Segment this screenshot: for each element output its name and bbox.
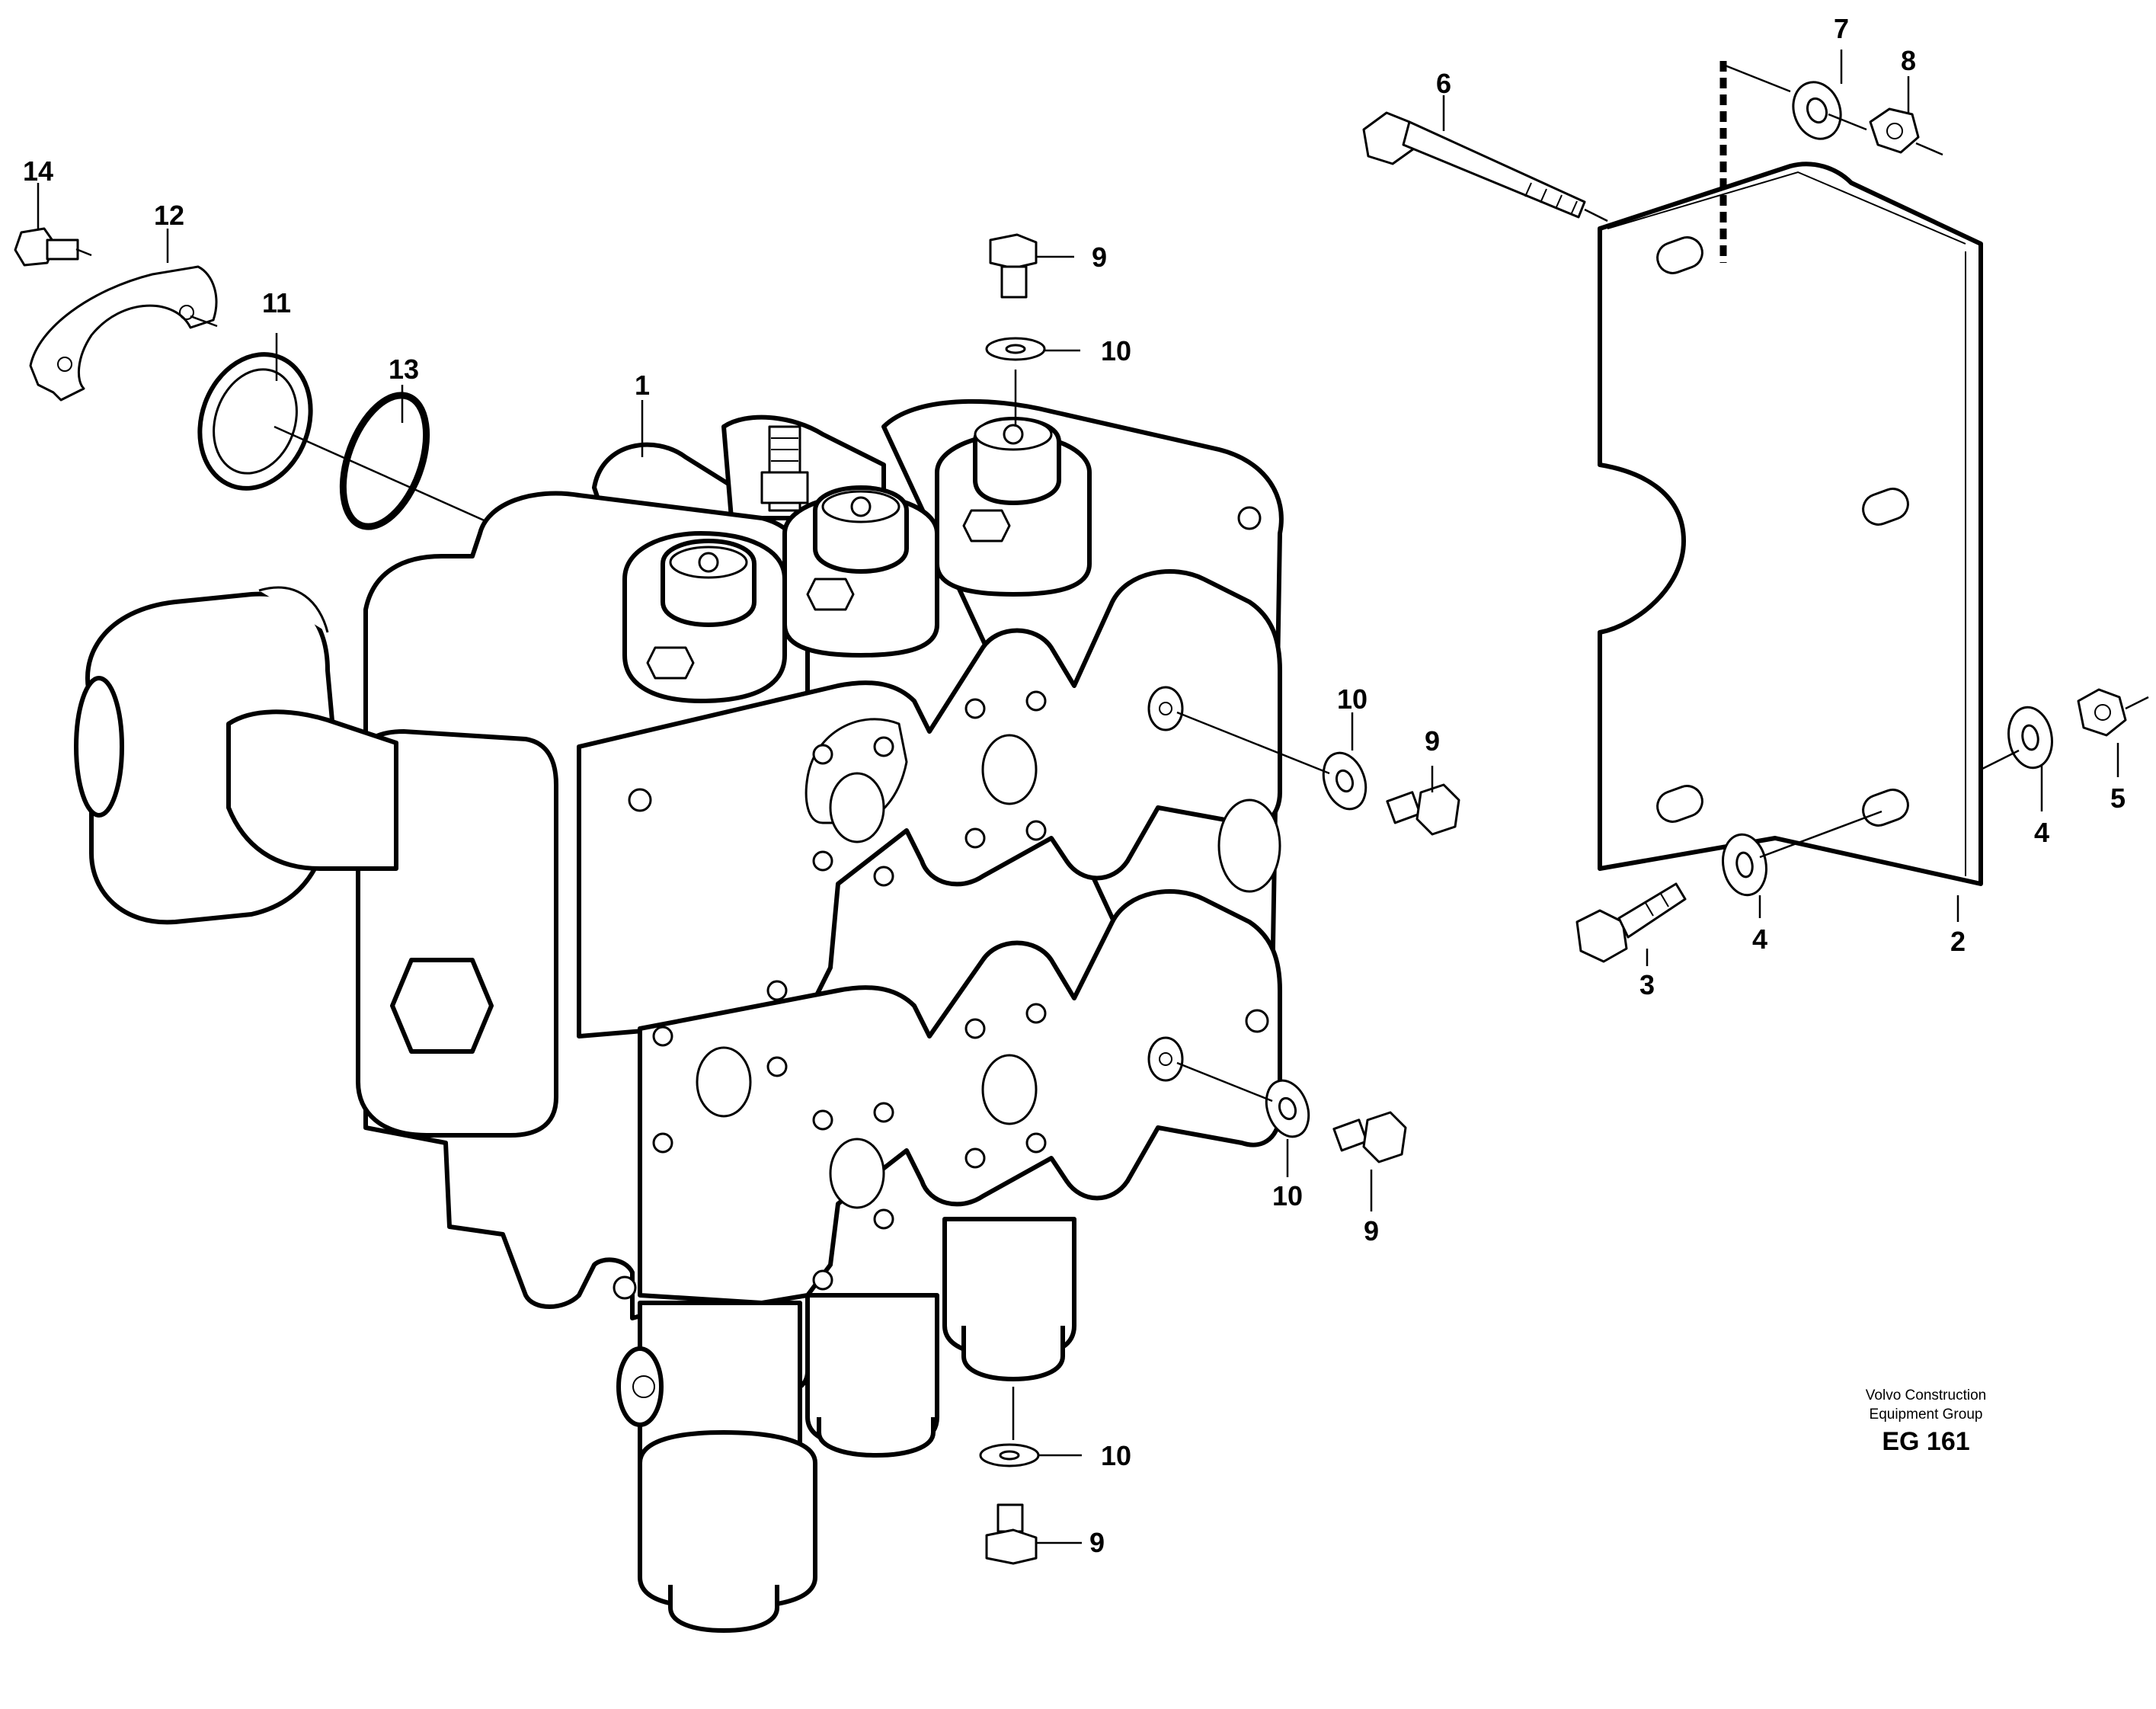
- callout-10: 10: [1272, 1180, 1303, 1211]
- callout-12: 12: [154, 200, 184, 231]
- flange-clamp: [29, 265, 218, 402]
- mounting-holes: [613, 506, 1281, 1300]
- callout-5: 5: [2110, 782, 2126, 814]
- publisher-credit: Volvo Construction Equipment Group EG 16…: [1866, 1387, 1986, 1456]
- mounting-bracket: [1598, 162, 1983, 886]
- callout-10: 10: [1337, 683, 1367, 715]
- hex-bolt: [1575, 882, 1687, 963]
- spool-caps: [622, 417, 1092, 703]
- callout-9: 9: [1425, 725, 1440, 757]
- callout-9: 9: [1089, 1527, 1105, 1558]
- cap-screw: [1332, 1111, 1407, 1163]
- flange-screw: [14, 227, 79, 267]
- callout-13: 13: [389, 354, 419, 385]
- hex-nut: [1869, 107, 1920, 154]
- callout-8: 8: [1901, 45, 1916, 76]
- washer: [985, 337, 1046, 361]
- callout-9: 9: [1364, 1215, 1379, 1247]
- spool-ends: [616, 1217, 1076, 1633]
- credit-line-2: Equipment Group: [1870, 1407, 1983, 1423]
- washer: [1265, 1079, 1310, 1138]
- cap-screw: [989, 233, 1038, 299]
- callout-3: 3: [1639, 969, 1655, 1000]
- callout-2: 2: [1950, 926, 1966, 957]
- hex-nut: [2077, 688, 2127, 737]
- callout-10: 10: [1101, 335, 1131, 366]
- cap-screw: [985, 1503, 1038, 1565]
- leader-lines: [37, 50, 2119, 1544]
- flange-half: [197, 352, 313, 491]
- cap-screw: [1386, 783, 1460, 836]
- o-ring: [339, 392, 430, 530]
- callout-labels: 1 2 3 4 4 5 6 7 8 9 9 9 9 10 10 10 10 11…: [23, 13, 2126, 1558]
- callout-10: 10: [1101, 1440, 1131, 1471]
- callout-14: 14: [23, 155, 53, 187]
- washer: [979, 1443, 1040, 1467]
- callout-7: 7: [1834, 13, 1849, 44]
- callout-11: 11: [262, 287, 291, 318]
- washer: [2007, 706, 2053, 770]
- credit-line-1: Volvo Construction: [1866, 1387, 1986, 1403]
- washer: [1322, 751, 1367, 811]
- callout-4: 4: [1752, 923, 1767, 955]
- figure-code: EG 161: [1882, 1427, 1969, 1456]
- callout-6: 6: [1436, 68, 1451, 99]
- callout-4: 4: [2034, 817, 2049, 848]
- washer: [1722, 833, 1767, 897]
- washer: [1792, 81, 1842, 140]
- callout-9: 9: [1092, 242, 1107, 273]
- callout-1: 1: [635, 370, 650, 401]
- control-valve-body: [74, 398, 1284, 1633]
- long-bolt: [1362, 111, 1586, 219]
